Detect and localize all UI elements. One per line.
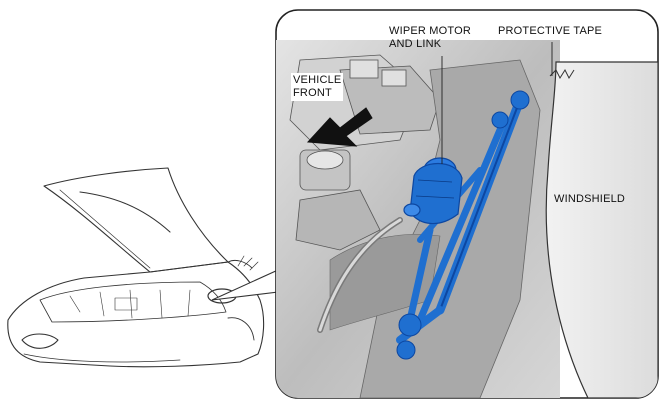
open-hood xyxy=(43,167,229,273)
wiper-motor xyxy=(403,157,463,225)
car-overview-illustration xyxy=(7,167,265,368)
vehicle-front-arrow xyxy=(306,107,373,147)
headlight xyxy=(21,333,59,349)
car-body xyxy=(7,261,265,368)
protective-tape-label: PROTECTIVE TAPE xyxy=(498,25,603,37)
engine-bay-overview xyxy=(39,281,227,323)
windshield-label: WINDSHIELD xyxy=(554,193,626,205)
wiper-motor-and-link xyxy=(396,90,530,360)
windshield-glass xyxy=(545,61,658,398)
callout-leader-lines xyxy=(441,42,553,164)
protective-tape xyxy=(549,68,575,80)
callout-pointer xyxy=(211,269,279,301)
wiper-motor-label: WIPER MOTOR AND LINK xyxy=(389,25,472,50)
vehicle-front-label: VEHICLE FRONT xyxy=(291,73,344,101)
